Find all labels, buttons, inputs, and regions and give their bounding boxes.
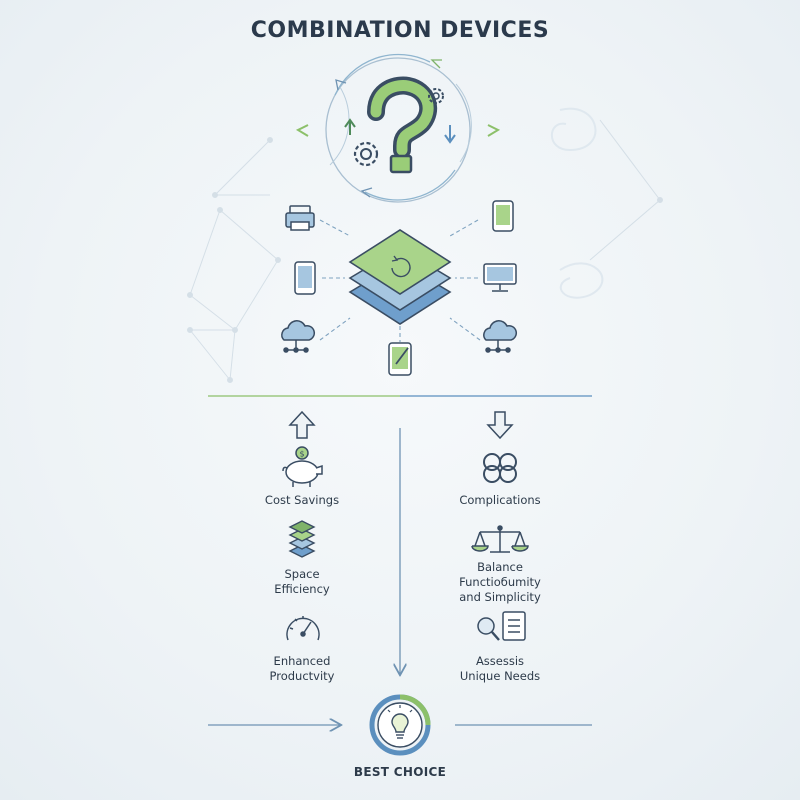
- background-swirl: [551, 107, 604, 299]
- benefit-label-space-efficiency: Space Efficiency: [274, 567, 330, 596]
- printer-icon: [285, 205, 315, 231]
- background-network: [187, 119, 663, 383]
- monitor-icon: [483, 263, 517, 292]
- svg-text:$: $: [299, 450, 304, 459]
- cloud-right-icon: [483, 320, 517, 353]
- gauge-icon: [286, 616, 320, 641]
- tangled-knot-icon: [483, 453, 517, 483]
- piggy-bank-icon: $: [282, 446, 323, 487]
- stacked-layers-icon: [288, 520, 316, 558]
- balance-scale-icon: [471, 525, 529, 553]
- magnifier-checklist-icon: [477, 611, 526, 641]
- benefit-label-enhanced-productivity: Enhanced Productvity: [269, 654, 335, 683]
- question-cycle-icon: [295, 53, 501, 203]
- best-choice-label: BEST CHOICE: [353, 765, 447, 779]
- up-arrow-icon: [288, 410, 316, 439]
- challenge-label-complications: Complications: [459, 493, 541, 507]
- challenge-label-assess-needs: Assessis Unique Needs: [459, 654, 541, 683]
- smartphone-left-icon: [294, 261, 316, 295]
- hub-connectors: [319, 219, 481, 342]
- tablet-top-right-icon: [492, 200, 514, 232]
- stacked-layers-hub-icon: [348, 229, 452, 325]
- cloud-left-icon: [281, 320, 315, 353]
- challenge-label-balance: Balance Functioбumity and Simplicity: [459, 560, 541, 604]
- tablet-pen-icon: [388, 342, 412, 376]
- down-arrow-icon: [486, 411, 514, 440]
- page-title: COMBINATION DEVICES: [250, 18, 550, 43]
- benefit-label-cost-savings: Cost Savings: [264, 493, 340, 507]
- lightbulb-icon: [369, 694, 431, 756]
